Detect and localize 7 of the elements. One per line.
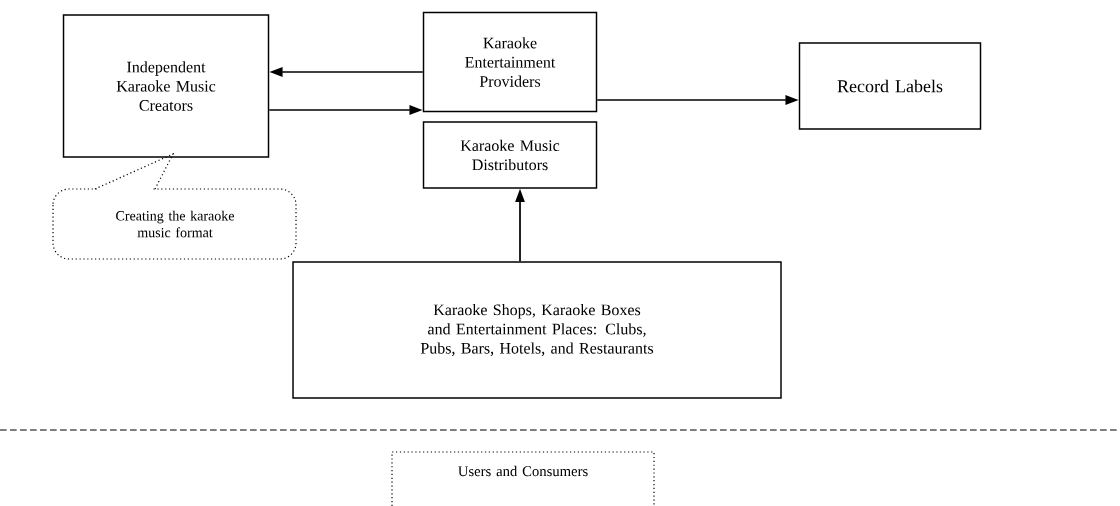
dotted-box: Users and Consumers — [391, 451, 655, 506]
process-box: Karaoke Shops, Karaoke Boxes and Entertainment Places: Clubs, Pubs, Bars, Hotels, and Restaurants — [292, 261, 782, 399]
process-box: Independent Karaoke Music Creators — [62, 14, 270, 158]
callout-bubble: Creating the karaoke music format — [52, 152, 297, 260]
process-box: Record Labels — [798, 42, 982, 130]
process-box: Karaoke Music Distributors — [422, 121, 598, 189]
process-box: Karaoke Entertainment Providers — [422, 11, 598, 113]
